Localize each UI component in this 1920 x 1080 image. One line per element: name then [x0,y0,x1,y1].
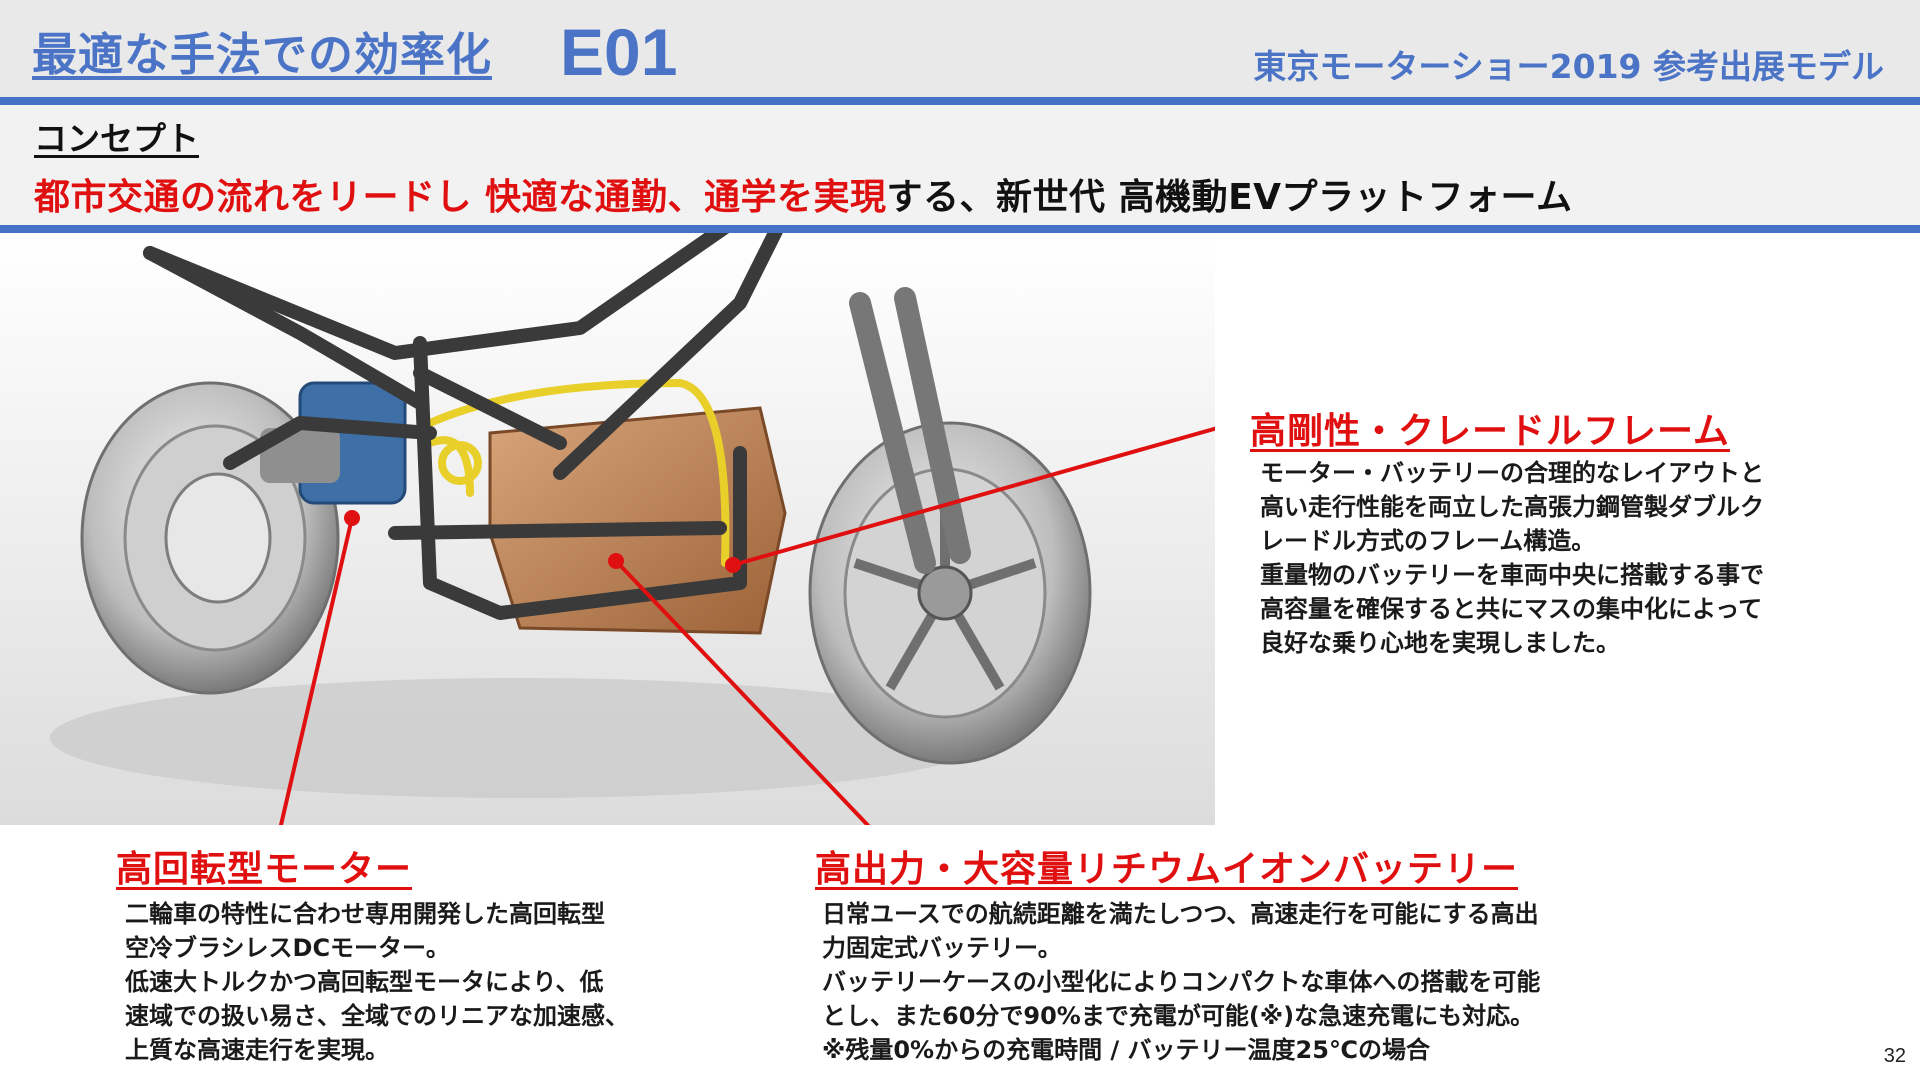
event-label: 東京モーターショー2019 参考出展モデル [1253,47,1884,86]
battery-callout-description: 日常ユースでの航続距離を満たしつつ、高速走行を可能にする高出 力固定式バッテリー… [822,897,1540,1067]
battery-callout-line: ※残量0%からの充電時間 / バッテリー温度25℃の場合 [822,1036,1431,1064]
concept-statement-highlight: 都市交通の流れをリードし 快適な通勤、通学を実現 [34,177,887,218]
frame-callout-line: レードル方式のフレーム構造。 [1260,527,1596,555]
model-code: E01 [560,15,678,89]
battery-callout-line: 力固定式バッテリー。 [822,934,1062,962]
frame-callout-line: 重量物のバッテリーを車両中央に搭載する事で [1260,561,1764,589]
frame-callout-line: 良好な乗り心地を実現しました。 [1260,629,1620,657]
motor-callout-description: 二輪車の特性に合わせ専用開発した高回転型 空冷ブラシレスDCモーター。 低速大ト… [125,897,629,1067]
battery-callout-line: 日常ユースでの航続距離を満たしつつ、高速走行を可能にする高出 [822,900,1539,928]
concept-statement: 都市交通の流れをリードし 快適な通勤、通学を実現する、新世代 高機動EVプラット… [34,168,1572,220]
concept-band [0,105,1920,225]
header-divider [0,97,1920,105]
front-fork [849,287,971,574]
tube-frame [143,233,783,620]
page-number: 32 [1883,1045,1906,1067]
frame-callout-description: モーター・バッテリーの合理的なレイアウトと 高い走行性能を両立した高張力鋼管製ダ… [1260,456,1764,660]
frame-callout-line: モーター・バッテリーの合理的なレイアウトと [1260,459,1764,487]
concept-statement-rest: する、新世代 高機動EVプラットフォーム [886,177,1573,218]
motor-callout-line: 上質な高速走行を実現。 [125,1036,389,1064]
electric-motorcycle-chassis-illustration [0,233,1215,825]
battery-callout-line: とし、また60分で90%まで充電が可能(※)な急速充電にも対応。 [822,1002,1535,1030]
header-band [0,0,1920,97]
concept-label: コンセプト [34,119,199,158]
motor-callout-heading: 高回転型モーター [116,849,413,890]
battery-callout-heading: 高出力・大容量リチウムイオンバッテリー [815,849,1519,890]
motor-callout-line: 二輪車の特性に合わせ専用開発した高回転型 [125,900,605,928]
callout-leader-lines [278,426,1215,825]
front-wheel [808,421,1092,765]
frame-callout-line: 高い走行性能を両立した高張力鋼管製ダブルク [1260,493,1764,521]
motor-callout-line: 低速大トルクかつ高回転型モータにより、低 [125,968,604,996]
motor-callout-line: 速域での扱い易さ、全域でのリニアな加速感、 [125,1002,629,1030]
frame-callout-line: 高容量を確保すると共にマスの集中化によって [1260,595,1763,623]
concept-divider [0,225,1920,233]
battery-callout-line: バッテリーケースの小型化によりコンパクトな車体への搭載を可能 [822,968,1541,996]
motor-callout-line: 空冷ブラシレスDCモーター。 [125,934,450,962]
page-title: 最適な手法での効率化 [32,28,493,81]
callout-markers [344,510,741,573]
frame-callout-heading: 高剛性・クレードルフレーム [1250,411,1730,452]
